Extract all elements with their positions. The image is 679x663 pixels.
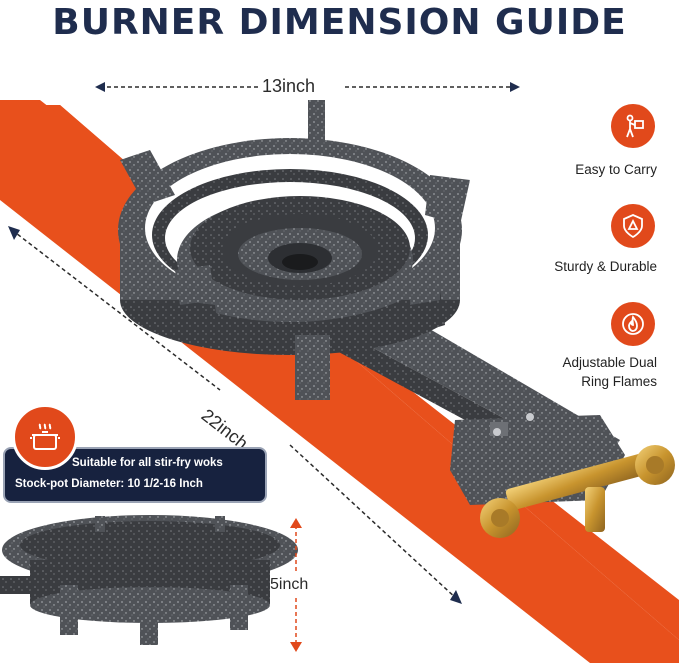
feature-adjustable-flames-line2: Ring Flames xyxy=(581,374,657,389)
carry-icon xyxy=(611,104,655,148)
arrow-up xyxy=(290,518,302,528)
arrow-right xyxy=(510,82,520,92)
burner-side-view xyxy=(0,515,298,645)
burner-handle xyxy=(335,300,625,505)
arrow-down xyxy=(290,642,302,652)
feature-adjustable-flames-line1: Adjustable Dual xyxy=(562,355,657,370)
arrow-down-right xyxy=(450,590,462,604)
brass-valve xyxy=(480,445,675,538)
height-label: 5inch xyxy=(270,576,309,593)
sturdy-icon xyxy=(611,204,655,248)
flame-icon xyxy=(611,302,655,346)
feature-easy-to-carry: Easy to Carry xyxy=(575,162,657,177)
burner-main xyxy=(118,100,470,400)
arrow-left xyxy=(95,82,105,92)
badge-line2: Stock-pot Diameter: 10 1/2-16 Inch xyxy=(15,478,203,490)
width-label: 13inch xyxy=(262,76,316,96)
pot-icon xyxy=(12,404,78,470)
page-title: BURNER DIMENSION GUIDE xyxy=(52,2,627,43)
feature-sturdy-durable: Sturdy & Durable xyxy=(554,259,657,274)
length-dimension-line xyxy=(11,229,459,601)
arrow-up-left xyxy=(8,226,20,240)
badge-line1: Suitable for all stir-fry woks xyxy=(72,457,223,469)
